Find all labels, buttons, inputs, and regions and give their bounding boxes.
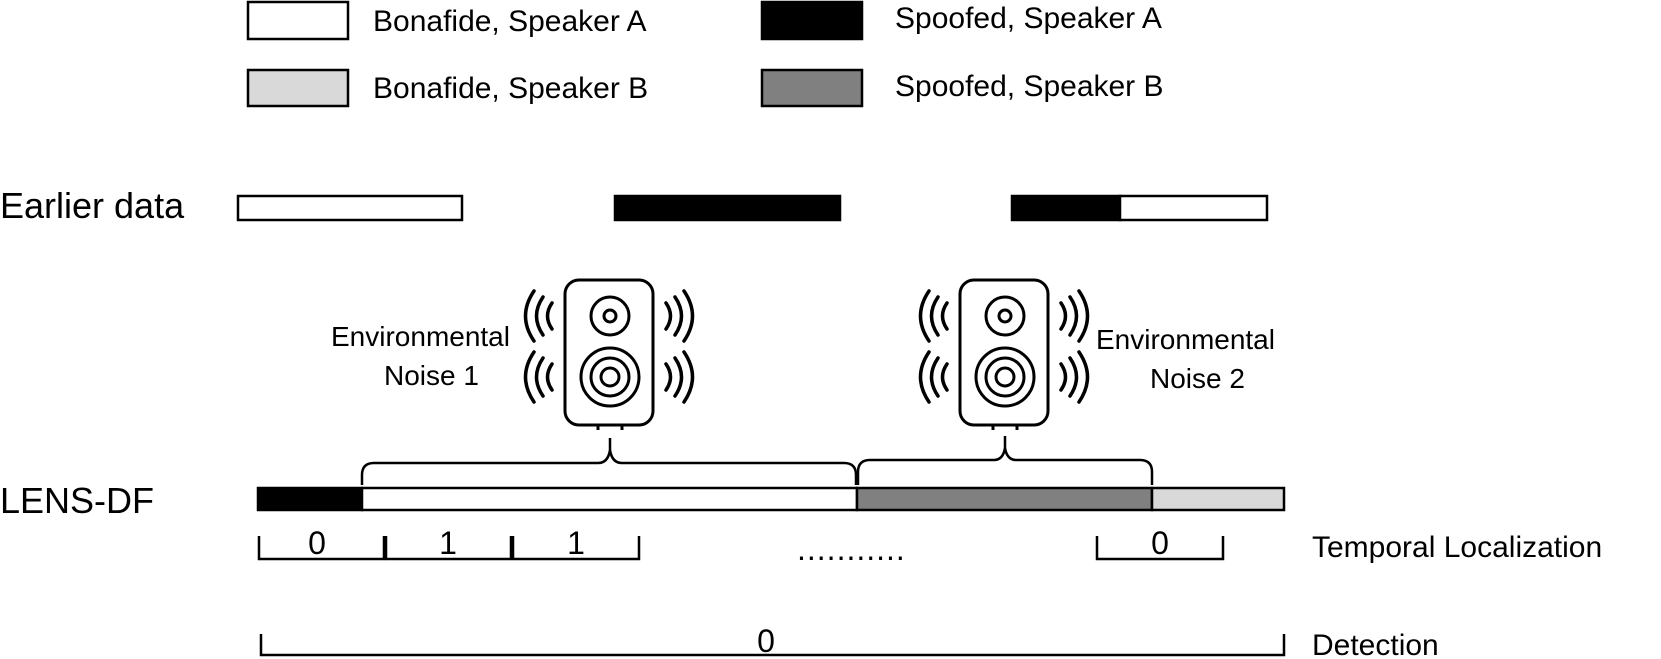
lens-df-row: LENS-DF bbox=[0, 480, 1286, 521]
temporal-bracket-1 bbox=[257, 536, 386, 561]
temporal-bracket-3 bbox=[511, 536, 641, 561]
temporal-bracket-2 bbox=[384, 536, 513, 561]
legend-label-bonafide-a: Bonafide, Speaker A bbox=[373, 5, 647, 38]
noise-right-label: Environmental Noise 2 bbox=[1096, 324, 1275, 394]
temporal-localization: 0 1 1 ........... 0 Temporal Localizatio… bbox=[257, 525, 1602, 567]
legend-swatch-bonafide-a bbox=[246, 0, 350, 41]
legend-label-bonafide-b: Bonafide, Speaker B bbox=[373, 72, 648, 105]
lens-segment-bonafide-a bbox=[360, 486, 859, 512]
temporal-value-4: 0 bbox=[1151, 525, 1169, 561]
earlier-segment-2 bbox=[613, 194, 842, 222]
legend-swatch-spoofed-a bbox=[760, 0, 864, 41]
temporal-value-2: 1 bbox=[439, 525, 457, 561]
earlier-data-label: Earlier data bbox=[0, 185, 185, 226]
noise-left-line1: Environmental bbox=[331, 321, 510, 352]
temporal-ellipsis: ........... bbox=[797, 531, 906, 567]
detection-label: Detection bbox=[1312, 629, 1439, 659]
earlier-segment-1 bbox=[236, 194, 464, 222]
legend-label-spoofed-a: Spoofed, Speaker A bbox=[895, 2, 1162, 35]
lens-df-label: LENS-DF bbox=[0, 480, 154, 521]
detection-bracket bbox=[259, 634, 1286, 657]
lens-segment-bonafide-b bbox=[1150, 486, 1286, 512]
lens-segment-spoofed-b bbox=[855, 486, 1154, 512]
detection: 0 Detection bbox=[259, 623, 1439, 659]
noise-left-line2: Noise 1 bbox=[384, 360, 479, 391]
earlier-segment-3b bbox=[1118, 194, 1269, 222]
legend-swatch-bonafide-b bbox=[246, 68, 350, 108]
legend: Bonafide, Speaker A Bonafide, Speaker B … bbox=[246, 0, 1164, 108]
earlier-data-row: Earlier data bbox=[0, 185, 1269, 226]
speaker-icon bbox=[523, 278, 695, 430]
legend-label-spoofed-b: Spoofed, Speaker B bbox=[895, 70, 1164, 103]
speaker-icon bbox=[918, 278, 1090, 430]
noise-1-brace bbox=[360, 438, 858, 485]
temporal-localization-label: Temporal Localization bbox=[1312, 531, 1602, 564]
temporal-bracket-4 bbox=[1095, 536, 1225, 561]
earlier-segment-3a bbox=[1010, 194, 1122, 222]
noise-right-line1: Environmental bbox=[1096, 324, 1275, 355]
noise-2-brace bbox=[856, 436, 1154, 485]
lens-segment-spoofed-a bbox=[256, 486, 364, 512]
noise-right-line2: Noise 2 bbox=[1150, 363, 1245, 394]
legend-swatch-spoofed-b bbox=[760, 68, 864, 108]
temporal-value-3: 1 bbox=[567, 525, 585, 561]
temporal-value-1: 0 bbox=[308, 525, 326, 561]
detection-value: 0 bbox=[757, 623, 775, 659]
noise-left-label: Environmental Noise 1 bbox=[331, 321, 510, 391]
